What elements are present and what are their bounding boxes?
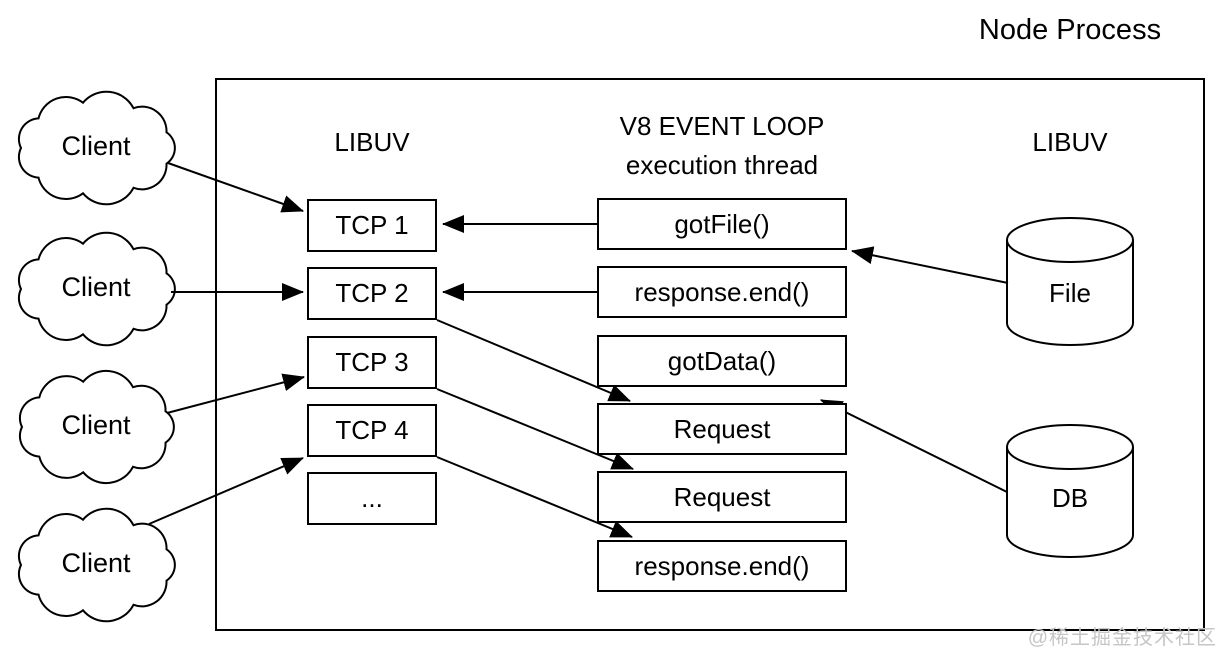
tcp-4-box: TCP 4 <box>307 404 437 457</box>
frame-request-2: Request <box>597 471 847 523</box>
frame-request-1: Request <box>597 403 847 455</box>
tcp-more-box: ... <box>307 472 437 525</box>
watermark-text: @稀土掘金技术社区 <box>1027 627 1217 649</box>
event-loop-header: V8 EVENT LOOP execution thread <box>570 107 874 185</box>
arrow-client4-to-tcp4 <box>148 457 304 525</box>
client-label-3: Client <box>61 410 131 440</box>
client-label-1: Client <box>61 131 131 161</box>
frame-responseend-1: response.end() <box>597 266 847 318</box>
client-label-2: Client <box>61 272 131 302</box>
node-process-border <box>215 78 1205 631</box>
event-loop-header-line1: V8 EVENT LOOP <box>619 111 825 141</box>
arrow-tcp3-to-request2 <box>436 388 634 470</box>
client-cloud-3 <box>18 369 175 485</box>
frame-gotdata: gotData() <box>597 335 847 387</box>
frame-gotfile: gotFile() <box>597 198 847 250</box>
client-cloud-4 <box>17 507 176 623</box>
arrow-file-to-gotfile <box>851 246 1009 284</box>
db-store-label: DB <box>1051 483 1089 513</box>
libuv-io-header: LIBUV <box>1032 127 1108 157</box>
libuv-sockets-header: LIBUV <box>334 127 410 157</box>
arrow-db-to-request1 <box>820 399 1008 493</box>
file-store-label: File <box>1049 278 1091 308</box>
client-cloud-1 <box>17 90 176 206</box>
event-loop-header-line2: execution thread <box>625 150 819 180</box>
frame-responseend-2: response.end() <box>597 540 847 592</box>
arrow-client3-to-tcp3 <box>166 373 305 414</box>
tcp-1-box: TCP 1 <box>307 199 437 252</box>
client-label-4: Client <box>61 548 131 578</box>
node-process-title: Node Process <box>978 14 1162 46</box>
tcp-2-box: TCP 2 <box>307 267 437 320</box>
arrow-tcp4-to-responseend2 <box>436 456 633 538</box>
db-store-cylinder <box>1006 424 1134 558</box>
arrow-tcp2-to-request1 <box>436 319 631 402</box>
arrow-client1-to-tcp1 <box>167 162 304 213</box>
client-cloud-2 <box>17 231 176 347</box>
tcp-3-box: TCP 3 <box>307 336 437 389</box>
file-store-cylinder <box>1006 217 1134 346</box>
